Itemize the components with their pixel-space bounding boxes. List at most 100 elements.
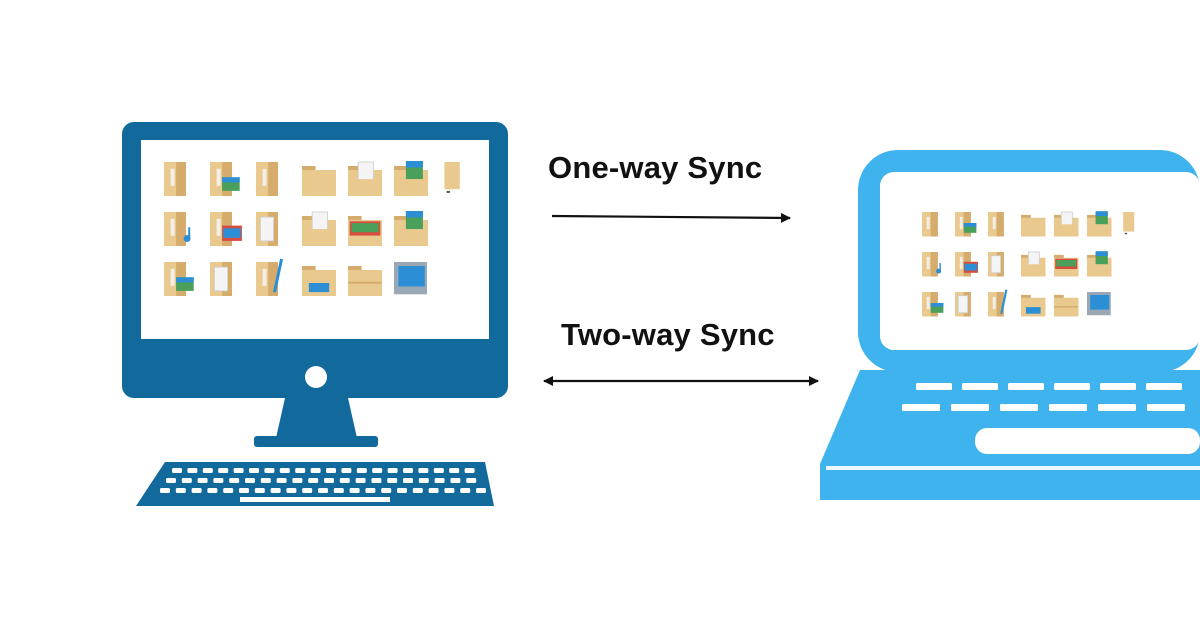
key	[403, 468, 413, 473]
key	[387, 478, 398, 483]
tall-folder-image-icon	[955, 212, 977, 237]
key	[1098, 404, 1136, 411]
key	[381, 488, 392, 493]
folder-image-icon	[1087, 211, 1112, 237]
key	[433, 468, 444, 473]
tall-folder-image-icon	[210, 162, 240, 196]
key	[412, 488, 423, 493]
key	[292, 478, 303, 483]
key	[191, 488, 202, 493]
folder-image-icon	[1087, 251, 1112, 277]
key	[286, 488, 297, 493]
key	[339, 478, 350, 483]
tall-folder-doc-icon	[988, 252, 1004, 277]
key	[444, 488, 455, 493]
key	[460, 488, 471, 493]
laptop-icon	[820, 150, 1200, 500]
tall-folder-doc-icon	[955, 292, 971, 317]
key	[434, 478, 445, 483]
key	[1147, 404, 1185, 411]
key	[264, 468, 275, 473]
key	[450, 478, 461, 483]
key	[260, 478, 271, 483]
key	[270, 488, 281, 493]
key	[254, 488, 265, 493]
key	[175, 488, 186, 493]
key	[202, 468, 213, 473]
key	[187, 468, 198, 473]
folder-image-icon	[394, 211, 428, 246]
tall-folder-icon	[164, 162, 186, 196]
key	[403, 478, 413, 483]
key	[310, 468, 321, 473]
tall-folder-image-icon	[164, 262, 194, 296]
key	[1049, 404, 1087, 411]
key	[302, 488, 313, 493]
one-way-arrow	[551, 212, 791, 223]
two-way-sync-label: Two-way Sync	[561, 317, 775, 352]
key	[428, 488, 439, 493]
key	[476, 488, 486, 493]
key	[245, 478, 255, 483]
key	[356, 468, 367, 473]
key	[197, 478, 208, 483]
key	[166, 478, 176, 483]
tall-folder-music-icon	[164, 212, 191, 246]
tall-folder-film-icon	[955, 252, 978, 277]
folder-film-icon	[348, 216, 382, 246]
folder-film-icon	[1054, 254, 1079, 277]
folder-open-icon	[302, 266, 336, 296]
paper-small-icon	[1123, 212, 1135, 235]
key	[1146, 383, 1182, 390]
tall-folder-doc-icon	[256, 212, 278, 246]
key	[276, 478, 287, 483]
key	[218, 468, 229, 473]
tall-folder-icon	[256, 162, 278, 196]
keyboard-keys	[160, 468, 486, 502]
key	[279, 468, 290, 473]
folder-doc-icon	[348, 161, 382, 196]
paper-small-icon	[444, 162, 460, 193]
key	[324, 478, 334, 483]
tall-folder-pen-icon	[988, 289, 1008, 317]
key	[249, 468, 259, 473]
stand-base	[254, 436, 378, 447]
key	[326, 468, 336, 473]
folder-doc-icon	[1054, 211, 1079, 237]
key	[341, 468, 352, 473]
key	[318, 488, 328, 493]
folder-image-icon	[394, 161, 428, 196]
key	[181, 478, 192, 483]
folder-plain-icon	[1054, 294, 1079, 317]
window-screen-icon	[1087, 292, 1111, 316]
key	[207, 488, 218, 493]
key	[951, 404, 989, 411]
key	[387, 468, 398, 473]
tall-folder-icon	[922, 212, 938, 237]
power-button	[305, 366, 327, 388]
key	[449, 468, 460, 473]
key	[464, 468, 475, 473]
laptop-file-grid	[922, 211, 1135, 317]
folder-doc-icon	[1021, 251, 1046, 277]
key	[172, 468, 182, 473]
tall-folder-icon	[988, 212, 1004, 237]
space-bar	[240, 497, 390, 502]
laptop-touchpad	[975, 428, 1200, 454]
key	[1008, 383, 1044, 390]
folder-icon	[302, 166, 336, 196]
tall-folder-doc-icon	[210, 262, 232, 296]
tall-folder-music-icon	[922, 252, 942, 277]
key	[160, 488, 170, 493]
key	[418, 468, 429, 473]
key	[308, 478, 319, 483]
key	[418, 478, 429, 483]
key	[349, 488, 360, 493]
key	[229, 478, 240, 483]
key	[355, 478, 366, 483]
key	[295, 468, 306, 473]
folder-doc-icon	[302, 211, 336, 246]
key	[333, 488, 344, 493]
key	[902, 404, 940, 411]
